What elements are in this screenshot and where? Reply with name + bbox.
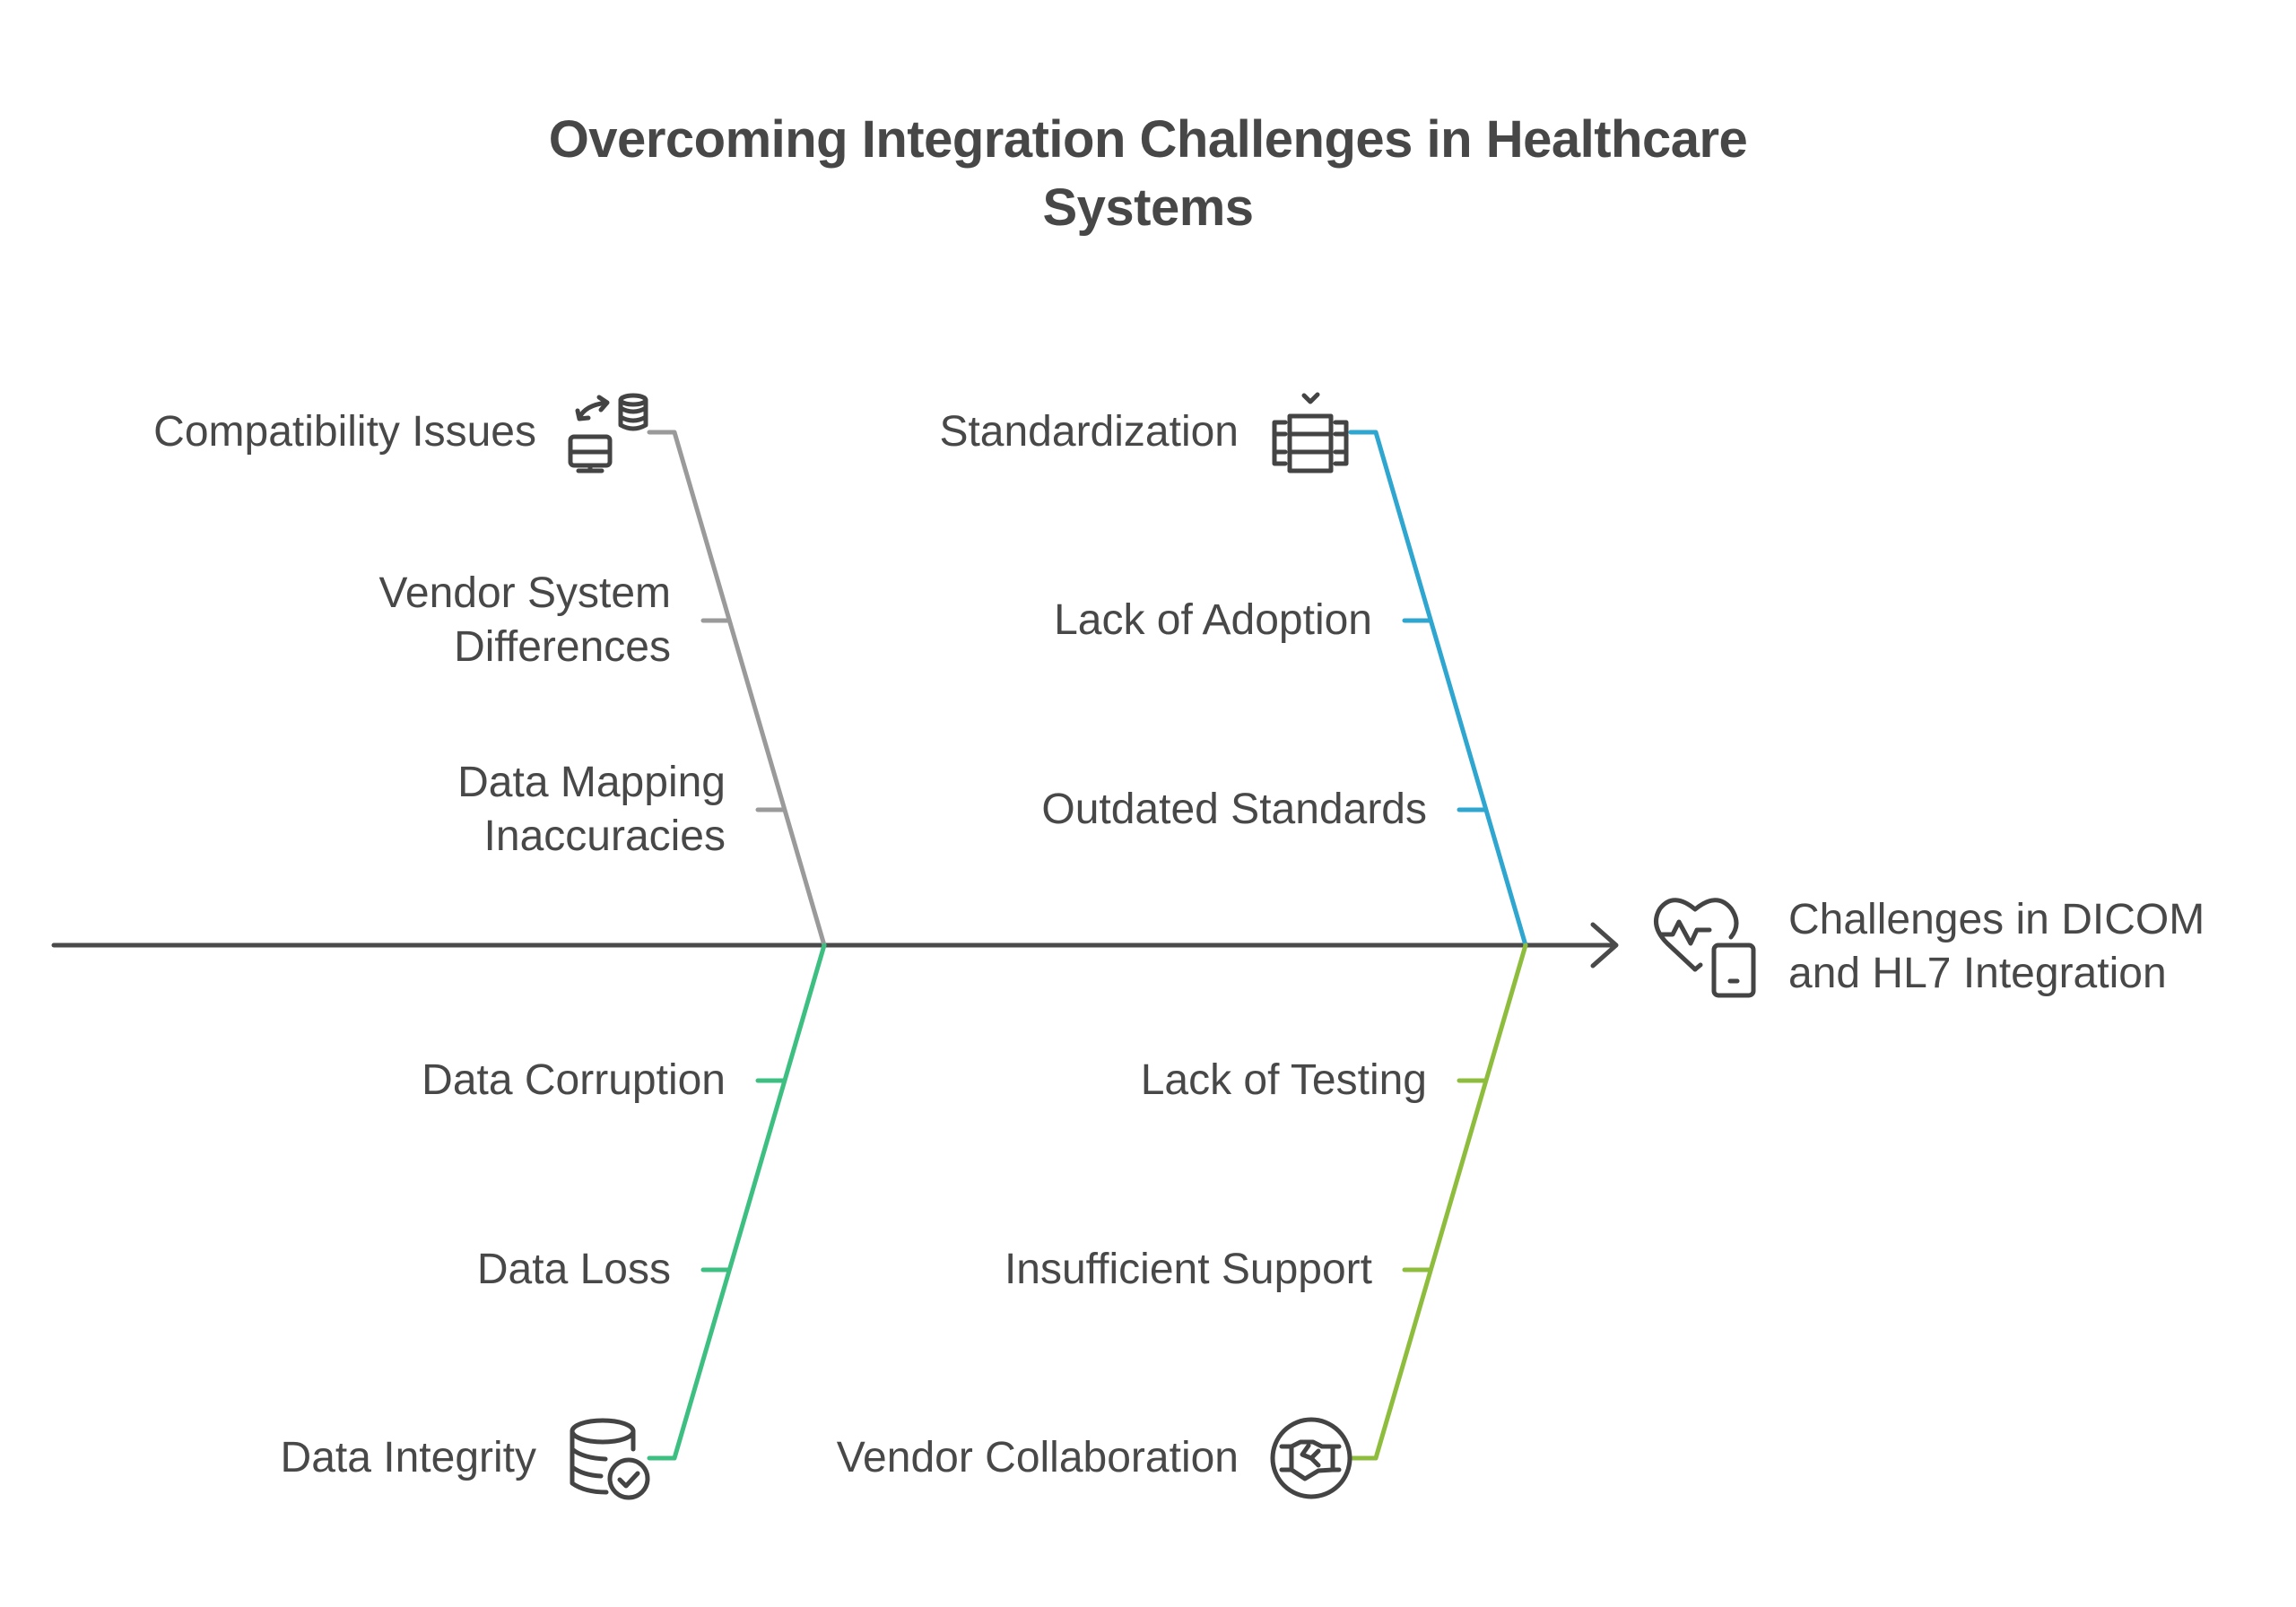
- cause-data-corruption: Data Corruption: [422, 1056, 726, 1104]
- category-label-data-integrity: Data Integrity: [280, 1434, 536, 1481]
- handshake-icon: [1270, 1417, 1352, 1499]
- database-check-icon: [570, 1418, 650, 1500]
- cause-data-mapping-inaccuracies: Data Mapping Inaccuracies: [457, 759, 726, 860]
- title-line-1: Overcoming Integration Challenges in Hea…: [548, 110, 1748, 169]
- title-line-2: Systems: [1042, 178, 1254, 237]
- cause-outdated-standards: Outdated Standards: [1041, 786, 1427, 833]
- category-label-compatibility: Compatibility Issues: [153, 408, 536, 456]
- bone-vendor-collaboration: [1348, 942, 1528, 1461]
- bone-standardization: [1348, 430, 1528, 948]
- category-label-standardization: Standardization: [939, 408, 1239, 456]
- bone-data-integrity: [647, 942, 827, 1461]
- heart-pulse-tablet-icon: [1654, 898, 1756, 998]
- diagram-title: Overcoming Integration Challenges in Hea…: [0, 106, 2296, 242]
- bone-compatibility: [647, 430, 827, 948]
- cause-vendor-system-differences: Vendor System Differences: [378, 569, 672, 671]
- cause-lack-of-adoption: Lack of Adoption: [1054, 596, 1372, 644]
- category-label-vendor-collaboration: Vendor Collaboration: [836, 1434, 1239, 1481]
- cause-lack-of-testing: Lack of Testing: [1140, 1056, 1427, 1104]
- spine-arrowhead: [1590, 922, 1619, 969]
- cause-data-loss: Data Loss: [476, 1246, 671, 1293]
- cause-insufficient-support: Insufficient Support: [1004, 1246, 1372, 1293]
- head-label: Challenges in DICOM and HL7 Integration: [1788, 896, 2205, 997]
- server-checkmark-icon: [1272, 392, 1349, 473]
- monitor-database-sync-icon: [568, 393, 648, 473]
